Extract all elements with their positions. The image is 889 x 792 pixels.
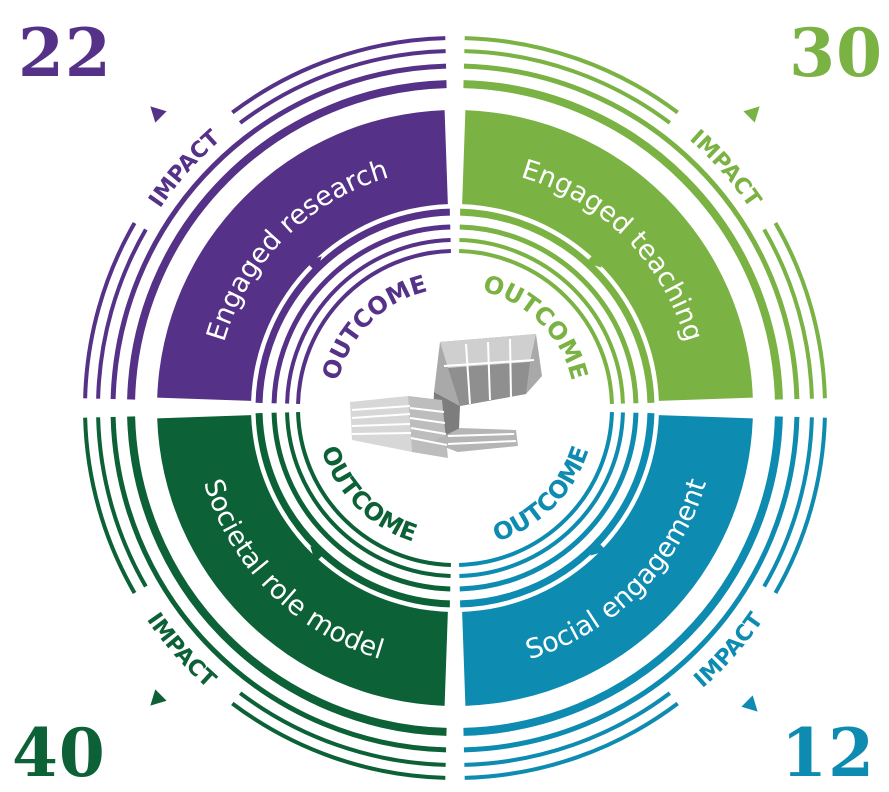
outcome-ring-social bbox=[459, 412, 625, 578]
impact-ring-societal bbox=[231, 701, 446, 780]
outcome-ring-teaching bbox=[459, 224, 639, 404]
impact-arrow-social bbox=[741, 695, 758, 712]
impact-ring-teaching bbox=[463, 63, 800, 400]
outcome-ring-social bbox=[459, 412, 614, 567]
impact-ring-social bbox=[773, 417, 827, 594]
outcome-ring-social bbox=[459, 412, 639, 592]
impact-ring-research bbox=[238, 49, 446, 125]
quadrant-number-societal: 40 bbox=[12, 714, 106, 792]
outcome-ring-societal bbox=[255, 413, 450, 608]
building-icon bbox=[350, 334, 542, 458]
outcome-ring-research bbox=[271, 224, 451, 404]
outcome-arrow-social bbox=[590, 539, 607, 556]
outcome-arrow-societal bbox=[310, 546, 327, 563]
outcome-ring-research bbox=[285, 238, 451, 404]
impact-ring-social bbox=[464, 701, 679, 780]
impact-arrow-teaching bbox=[743, 106, 760, 123]
impact-ring-social bbox=[762, 417, 814, 588]
outcome-arrow-teaching bbox=[585, 251, 602, 268]
impact-ring-social bbox=[464, 691, 672, 767]
impact-ring-teaching bbox=[773, 222, 827, 399]
sector-teaching-band bbox=[462, 110, 753, 401]
impact-ring-research bbox=[231, 36, 446, 115]
impact-ring-teaching bbox=[762, 228, 814, 399]
impact-ring-teaching bbox=[464, 49, 672, 125]
outcome-ring-societal bbox=[296, 412, 451, 567]
impact-ring-societal bbox=[83, 417, 137, 594]
quadrant-number-social: 12 bbox=[781, 714, 875, 792]
sector-societal-band bbox=[157, 415, 448, 706]
sector-research-band bbox=[157, 110, 448, 401]
outcome-label-research: OUTCOME bbox=[317, 270, 430, 383]
quadrant-number-teaching: 30 bbox=[789, 14, 883, 92]
outcome-ring-teaching bbox=[460, 208, 655, 403]
outcome-arrow-research bbox=[305, 256, 322, 273]
impact-arrow-societal bbox=[150, 689, 167, 706]
outcome-label-societal: OUTCOME bbox=[315, 442, 420, 547]
ring-layer bbox=[70, 30, 845, 785]
impact-ring-research bbox=[96, 228, 148, 399]
outcome-ring-teaching bbox=[459, 249, 614, 404]
impact-ring-societal bbox=[96, 417, 148, 588]
outcome-ring-societal bbox=[285, 412, 451, 578]
outcome-ring-teaching bbox=[459, 238, 625, 404]
impact-ring-societal bbox=[110, 416, 447, 753]
quadrant-number-research: 22 bbox=[18, 14, 112, 92]
impact-ring-research bbox=[83, 222, 137, 399]
outcome-ring-research bbox=[296, 249, 451, 404]
impact-ring-teaching bbox=[463, 80, 783, 400]
outcome-label-social: OUTCOME bbox=[489, 442, 594, 547]
sector-social-band bbox=[462, 415, 753, 706]
impact-ring-social bbox=[463, 416, 800, 753]
impact-ring-social bbox=[463, 416, 783, 736]
impact-ring-societal bbox=[238, 691, 446, 767]
impact-arrow-research bbox=[150, 106, 167, 123]
impact-ring-societal bbox=[127, 416, 447, 736]
sector-layer bbox=[157, 110, 753, 706]
outcome-ring-societal bbox=[271, 412, 451, 592]
impact-ring-teaching bbox=[464, 36, 679, 115]
impact-ring-research bbox=[127, 80, 447, 400]
center-layer bbox=[350, 334, 542, 458]
impact-ring-research bbox=[110, 63, 447, 400]
